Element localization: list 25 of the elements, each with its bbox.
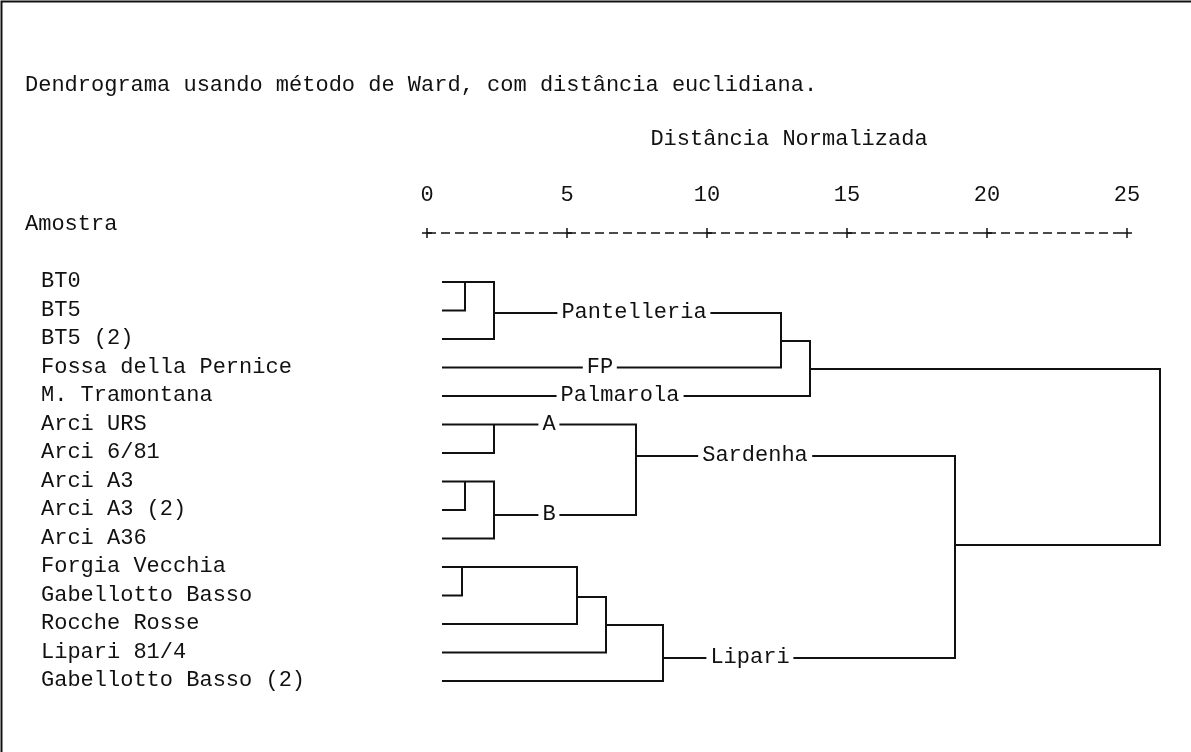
tick-label: 5 (560, 185, 574, 207)
title: Dendrograma usando método de Ward, com distância euclidiana. (25, 75, 818, 97)
tick-label: 0 (420, 185, 434, 207)
tick-label: 15 (833, 185, 861, 207)
sample-name: Arci A36 (41, 527, 147, 550)
sample-name: Lipari 81/4 (41, 641, 187, 664)
sample-name: Forgia Vecchia (41, 556, 226, 578)
tick-label: 20 (973, 185, 1001, 207)
sample-name: Fossa della Pernice (41, 356, 292, 379)
tick-label: 10 (693, 185, 721, 207)
sample-name: BT5 (2) (41, 328, 134, 350)
sample-name: BT5 (41, 299, 81, 322)
sample-name: Arci A3 (41, 470, 134, 493)
sample-name: Gabellotto Basso (41, 584, 253, 607)
axis-title: Distância Normalizada (650, 129, 928, 151)
sample-name: Arci 6/81 (41, 442, 160, 464)
column-heading: Amostra (25, 214, 118, 236)
sample-name: M. Tramontana (41, 385, 213, 407)
sample-name: Arci A3 (2) (41, 499, 187, 521)
sample-name: Gabellotto Basso (2) (41, 670, 306, 692)
cluster-label: Lipari (706, 647, 794, 669)
tick-label: 25 (1113, 185, 1141, 207)
sample-name: BT0 (41, 271, 81, 293)
sample-name: Arci URS (41, 413, 147, 436)
sample-name: Rocche Rosse (41, 613, 200, 635)
